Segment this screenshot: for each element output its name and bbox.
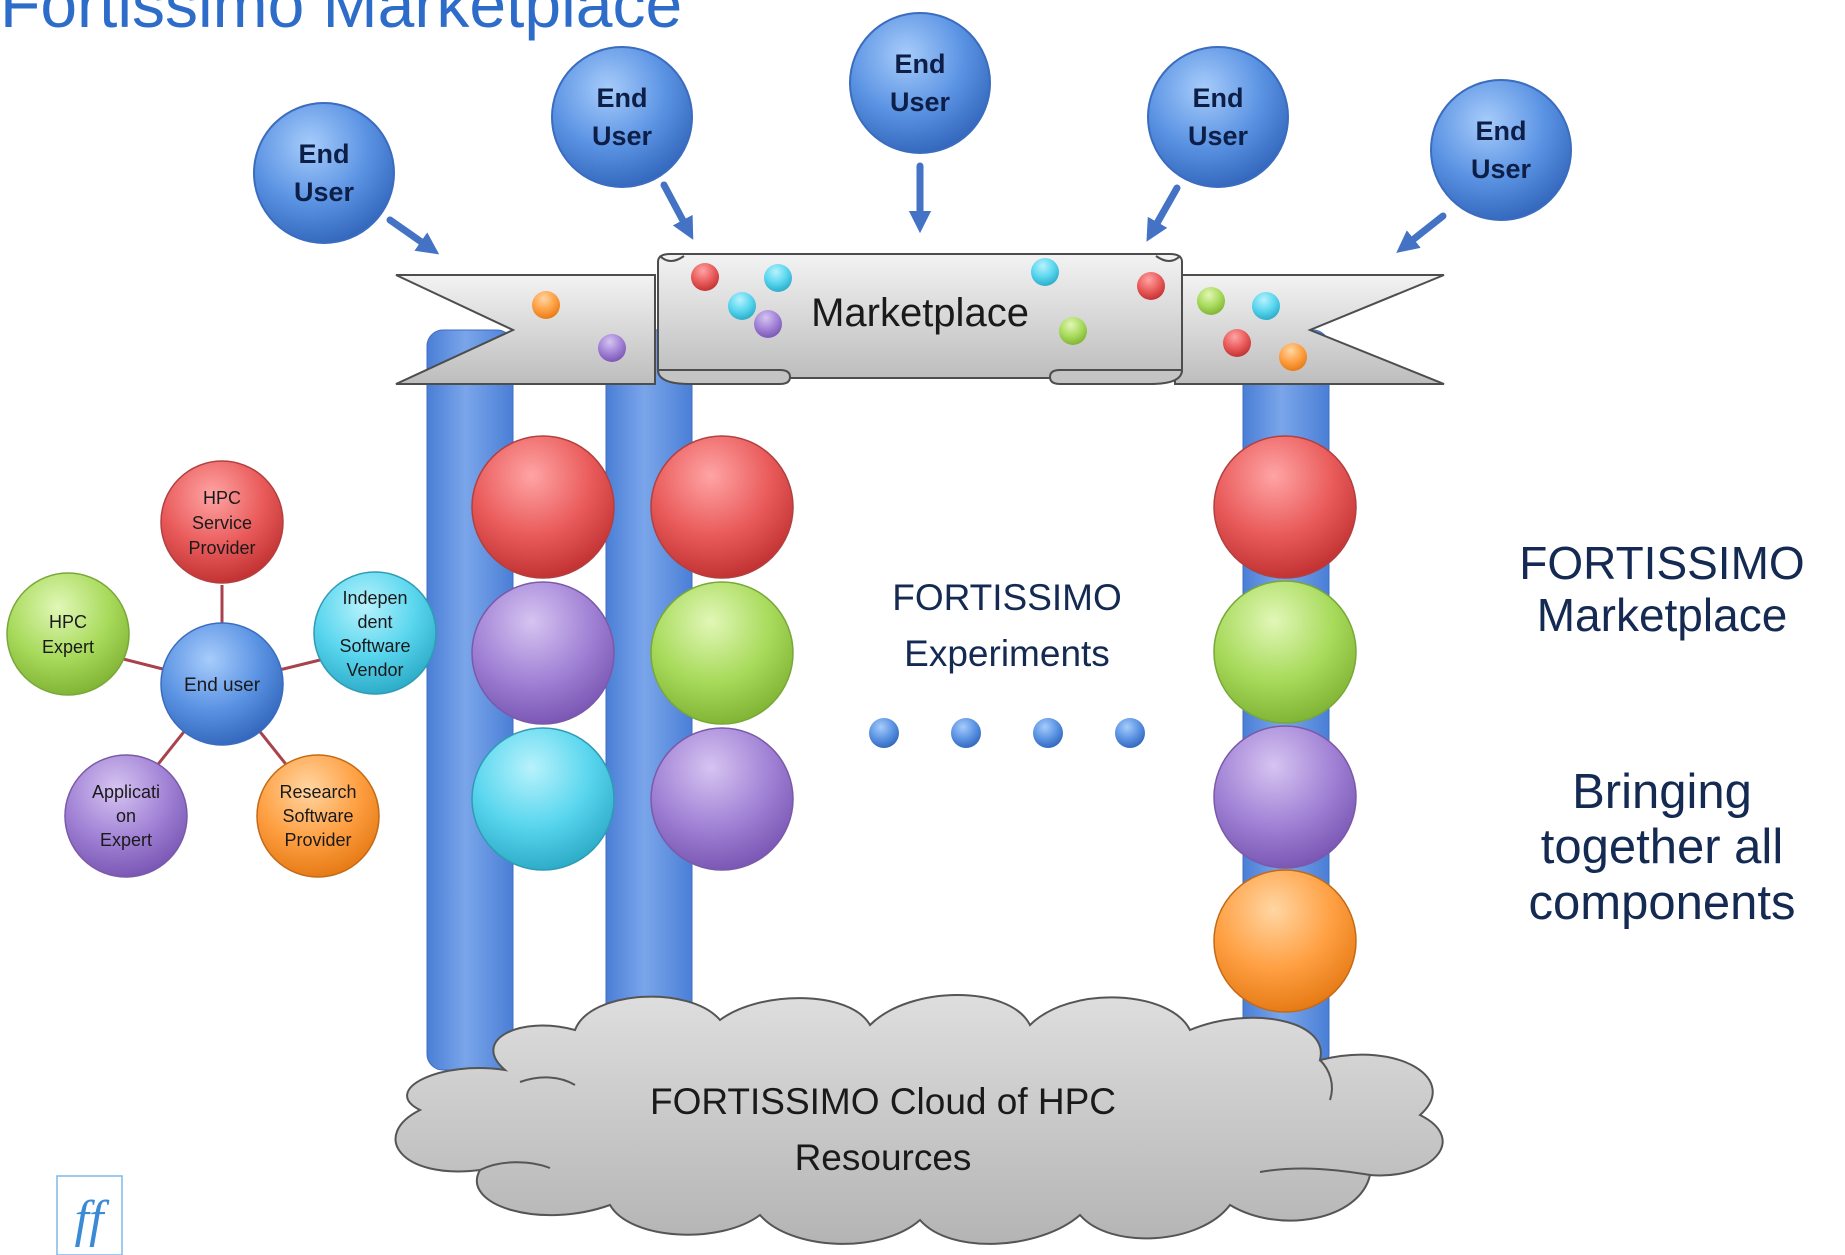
stakeholder-hpc-service-provider: HPC Service Provider xyxy=(160,460,284,584)
cloud-detail xyxy=(519,1076,576,1086)
side-tagline-line: together all xyxy=(1540,820,1784,875)
banner-ball-cyan xyxy=(1031,258,1059,286)
svg-text:on: on xyxy=(116,806,136,826)
banner-ball-red xyxy=(1223,329,1251,357)
component-ball-cyan xyxy=(471,727,615,871)
svg-text:Indepen: Indepen xyxy=(342,588,407,608)
stakeholder-end-user-hub: End user xyxy=(160,622,284,746)
component-ball-purple xyxy=(1213,725,1357,869)
svg-text:End: End xyxy=(1476,116,1527,146)
side-heading: FORTISSIMO Marketplace xyxy=(1486,537,1838,642)
user-arrow xyxy=(1146,184,1181,242)
component-ball-red xyxy=(1213,435,1357,579)
svg-text:Provider: Provider xyxy=(284,830,351,850)
component-ball-green xyxy=(650,581,794,725)
end-user-node: End User xyxy=(1147,46,1289,188)
svg-text:End: End xyxy=(299,139,350,169)
side-tagline: Bringing together all components xyxy=(1486,765,1838,931)
svg-text:Provider: Provider xyxy=(188,538,255,558)
banner-ball-orange xyxy=(1279,343,1307,371)
svg-text:End user: End user xyxy=(184,675,261,696)
banner-ball-orange xyxy=(532,291,560,319)
side-heading-line: FORTISSIMO xyxy=(1519,537,1805,589)
marketplace-label: Marketplace xyxy=(811,291,1029,335)
user-arrow xyxy=(1396,212,1447,253)
end-user-node: End User xyxy=(849,12,991,154)
ellipsis-dot xyxy=(1033,718,1063,748)
banner-ball-cyan xyxy=(728,292,756,320)
banner-ball-red xyxy=(1137,272,1165,300)
cloud-label-line1: FORTISSIMO Cloud of HPC xyxy=(650,1081,1116,1122)
cloud-detail xyxy=(1259,1167,1371,1176)
stakeholder-isv: Indepen dent Software Vendor xyxy=(313,571,437,695)
banner-ball-red xyxy=(691,263,719,291)
banner-ball-green xyxy=(1197,287,1225,315)
banner-ball-cyan xyxy=(764,264,792,292)
svg-text:User: User xyxy=(1471,154,1532,184)
end-user-node: End User xyxy=(551,46,693,188)
end-user-node: End User xyxy=(1430,79,1572,221)
svg-text:User: User xyxy=(294,177,355,207)
svg-text:End: End xyxy=(597,83,648,113)
svg-text:HPC: HPC xyxy=(49,612,87,632)
svg-text:Research: Research xyxy=(279,782,356,802)
cloud-detail xyxy=(1319,1059,1333,1101)
page-title: Fortissimo Marketplace xyxy=(0,0,683,41)
svg-text:HPC: HPC xyxy=(203,488,241,508)
svg-text:Applicati: Applicati xyxy=(92,782,160,802)
cloud-label-line2: Resources xyxy=(795,1137,972,1178)
experiments-label-line1: FORTISSIMO xyxy=(892,577,1122,618)
component-ball-purple xyxy=(650,727,794,871)
banner-ball-green xyxy=(1059,317,1087,345)
end-user-node: End User xyxy=(253,102,395,244)
fortissimo-logo: ff xyxy=(56,1175,123,1255)
hpc-cloud xyxy=(394,994,1444,1245)
svg-text:End: End xyxy=(895,49,946,79)
banner-ball-cyan xyxy=(1252,292,1280,320)
svg-text:Expert: Expert xyxy=(42,637,94,657)
ellipsis-dot xyxy=(869,718,899,748)
side-heading-line: Marketplace xyxy=(1536,588,1788,641)
svg-text:Expert: Expert xyxy=(100,830,152,850)
svg-text:Vendor: Vendor xyxy=(346,660,403,680)
user-arrow xyxy=(660,181,694,240)
ellipsis-dot xyxy=(1115,718,1145,748)
svg-text:dent: dent xyxy=(357,612,392,632)
user-arrow xyxy=(386,216,440,255)
side-tagline-line: components xyxy=(1528,875,1796,930)
svg-text:End: End xyxy=(1193,83,1244,113)
component-ball-red xyxy=(471,435,615,579)
svg-text:Software: Software xyxy=(339,636,410,656)
component-ball-red xyxy=(650,435,794,579)
ellipsis-dot xyxy=(951,718,981,748)
component-ball-orange xyxy=(1213,869,1357,1013)
stakeholder-hpc-expert: HPC Expert xyxy=(6,572,130,696)
component-ball-green xyxy=(1213,580,1357,724)
cloud-detail xyxy=(479,1161,551,1171)
svg-text:Software: Software xyxy=(282,806,353,826)
banner-ball-purple xyxy=(754,310,782,338)
side-tagline-line: Bringing xyxy=(1572,765,1752,819)
stakeholder-research-software-provider: Research Software Provider xyxy=(256,754,380,878)
stakeholder-application-expert: Applicati on Expert xyxy=(64,754,188,878)
svg-text:Service: Service xyxy=(192,513,252,533)
experiments-label-line2: Experiments xyxy=(904,633,1110,674)
svg-text:User: User xyxy=(592,121,653,151)
component-ball-purple xyxy=(471,581,615,725)
svg-text:User: User xyxy=(890,87,951,117)
banner-ball-purple xyxy=(598,334,626,362)
svg-text:User: User xyxy=(1188,121,1249,151)
